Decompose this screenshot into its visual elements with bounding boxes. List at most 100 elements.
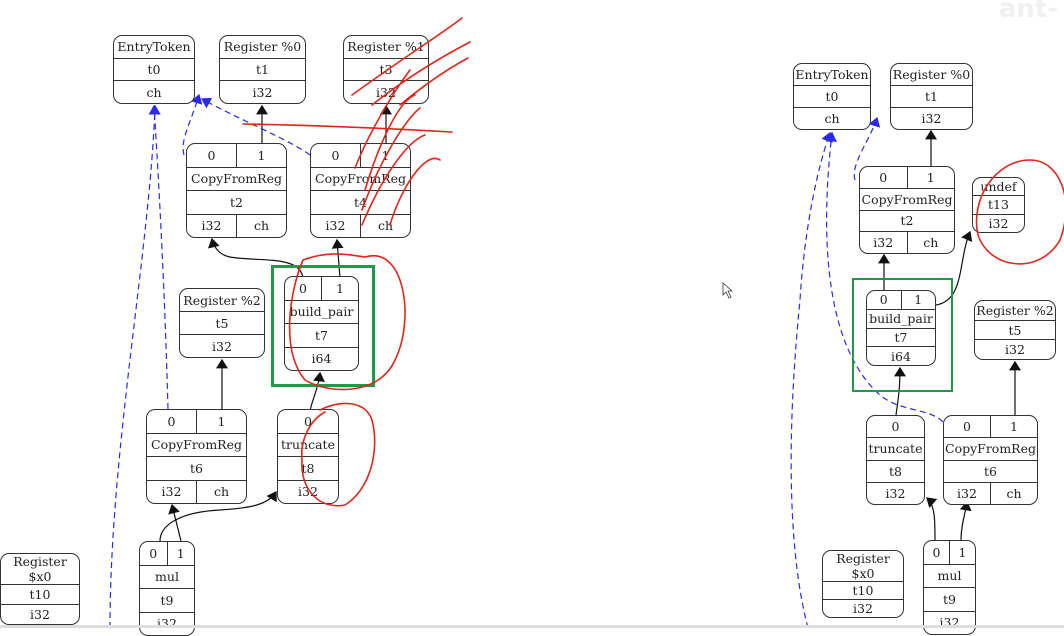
node-field: 0 bbox=[879, 292, 888, 308]
node-field: 0 bbox=[149, 545, 158, 561]
node-row: t9 bbox=[140, 588, 194, 612]
node-field: ch bbox=[236, 214, 286, 237]
node-row: i32 bbox=[867, 481, 924, 504]
node-field: t6 bbox=[190, 460, 203, 476]
node-field: i32 bbox=[853, 601, 873, 616]
node-field: t0 bbox=[825, 89, 839, 104]
node-field: i32 bbox=[885, 485, 906, 501]
node-row: t13 bbox=[973, 195, 1024, 213]
node-row: 0 bbox=[867, 416, 924, 437]
node-row: EntryToken bbox=[114, 36, 194, 58]
node-field: i32 bbox=[957, 485, 977, 501]
node-row: t5 bbox=[975, 319, 1055, 340]
node-row: Register $x0 bbox=[1, 554, 79, 584]
node-row: t8 bbox=[867, 459, 924, 482]
node-field: EntryToken bbox=[795, 67, 869, 82]
node-field: CopyFromReg bbox=[861, 191, 953, 207]
node-field: 0 bbox=[299, 280, 307, 296]
node-field: i32 bbox=[988, 215, 1009, 231]
node-field: i64 bbox=[891, 348, 911, 364]
node-row: t7 bbox=[285, 323, 358, 347]
node-row: Register %0 bbox=[891, 64, 972, 85]
node-row: i32 ch bbox=[944, 481, 1037, 504]
node-field: i32 bbox=[921, 111, 942, 126]
node-field: CopyFromReg bbox=[151, 437, 242, 453]
node-field: t9 bbox=[943, 591, 956, 607]
node-field: ch bbox=[360, 214, 410, 237]
node-row: ch bbox=[114, 80, 194, 103]
node-field: t7 bbox=[894, 329, 908, 345]
node-row: mul bbox=[924, 563, 975, 588]
watermark: ant- bbox=[998, 0, 1058, 24]
highlight-box-left bbox=[271, 265, 375, 387]
node-row: i32 bbox=[823, 599, 903, 617]
red-annotations bbox=[242, 17, 1064, 507]
node-row: t10 bbox=[823, 581, 903, 599]
node-field: build_pair bbox=[869, 311, 933, 327]
node-row: 0 bbox=[278, 410, 338, 433]
node-row: t7 bbox=[867, 327, 935, 347]
node-field: 0 bbox=[331, 147, 340, 163]
node-field: Register $x0 bbox=[13, 554, 67, 584]
node-row: t0 bbox=[794, 85, 870, 107]
node-row: build_pair bbox=[285, 299, 358, 324]
node-row: truncate bbox=[278, 432, 338, 457]
node-field: t10 bbox=[852, 583, 874, 598]
node-field: Register $x0 bbox=[836, 551, 890, 581]
node-row: Register %0 bbox=[220, 36, 305, 58]
node-row: mul bbox=[140, 564, 194, 589]
node-field: i32 bbox=[252, 84, 273, 100]
node-field: Register %1 bbox=[347, 39, 425, 55]
node-row: Register %1 bbox=[344, 36, 428, 58]
dag-node-after-entrytoken[interactable]: EntryToken t0 ch bbox=[793, 63, 871, 130]
node-field: 0 bbox=[207, 147, 216, 163]
node-row: t10 bbox=[1, 584, 79, 604]
node-field: ch bbox=[990, 482, 1037, 504]
node-row: build_pair bbox=[867, 308, 935, 328]
node-field: mul bbox=[937, 568, 962, 584]
node-field: 1 bbox=[166, 542, 195, 565]
node-field: t6 bbox=[984, 463, 997, 479]
node-row: CopyFromReg bbox=[944, 437, 1037, 459]
node-field: EntryToken bbox=[117, 39, 191, 55]
node-row: t8 bbox=[278, 456, 338, 480]
chain-edges-right bbox=[790, 116, 944, 628]
node-row: ch bbox=[794, 107, 870, 129]
node-field: Register %2 bbox=[183, 292, 261, 308]
node-field: t10 bbox=[29, 587, 51, 602]
node-row: i32 bbox=[180, 334, 264, 357]
node-row: EntryToken bbox=[794, 64, 870, 85]
bottom-scrollbar[interactable] bbox=[0, 625, 1064, 628]
node-row: truncate bbox=[867, 437, 924, 459]
dag-node-after-register-x0[interactable]: Register $x0 t10 i32 bbox=[822, 550, 904, 618]
node-field: Register %0 bbox=[892, 67, 971, 82]
node-row: CopyFromReg bbox=[147, 432, 246, 457]
node-row: t2 bbox=[187, 190, 286, 214]
node-field: t7 bbox=[315, 327, 328, 343]
